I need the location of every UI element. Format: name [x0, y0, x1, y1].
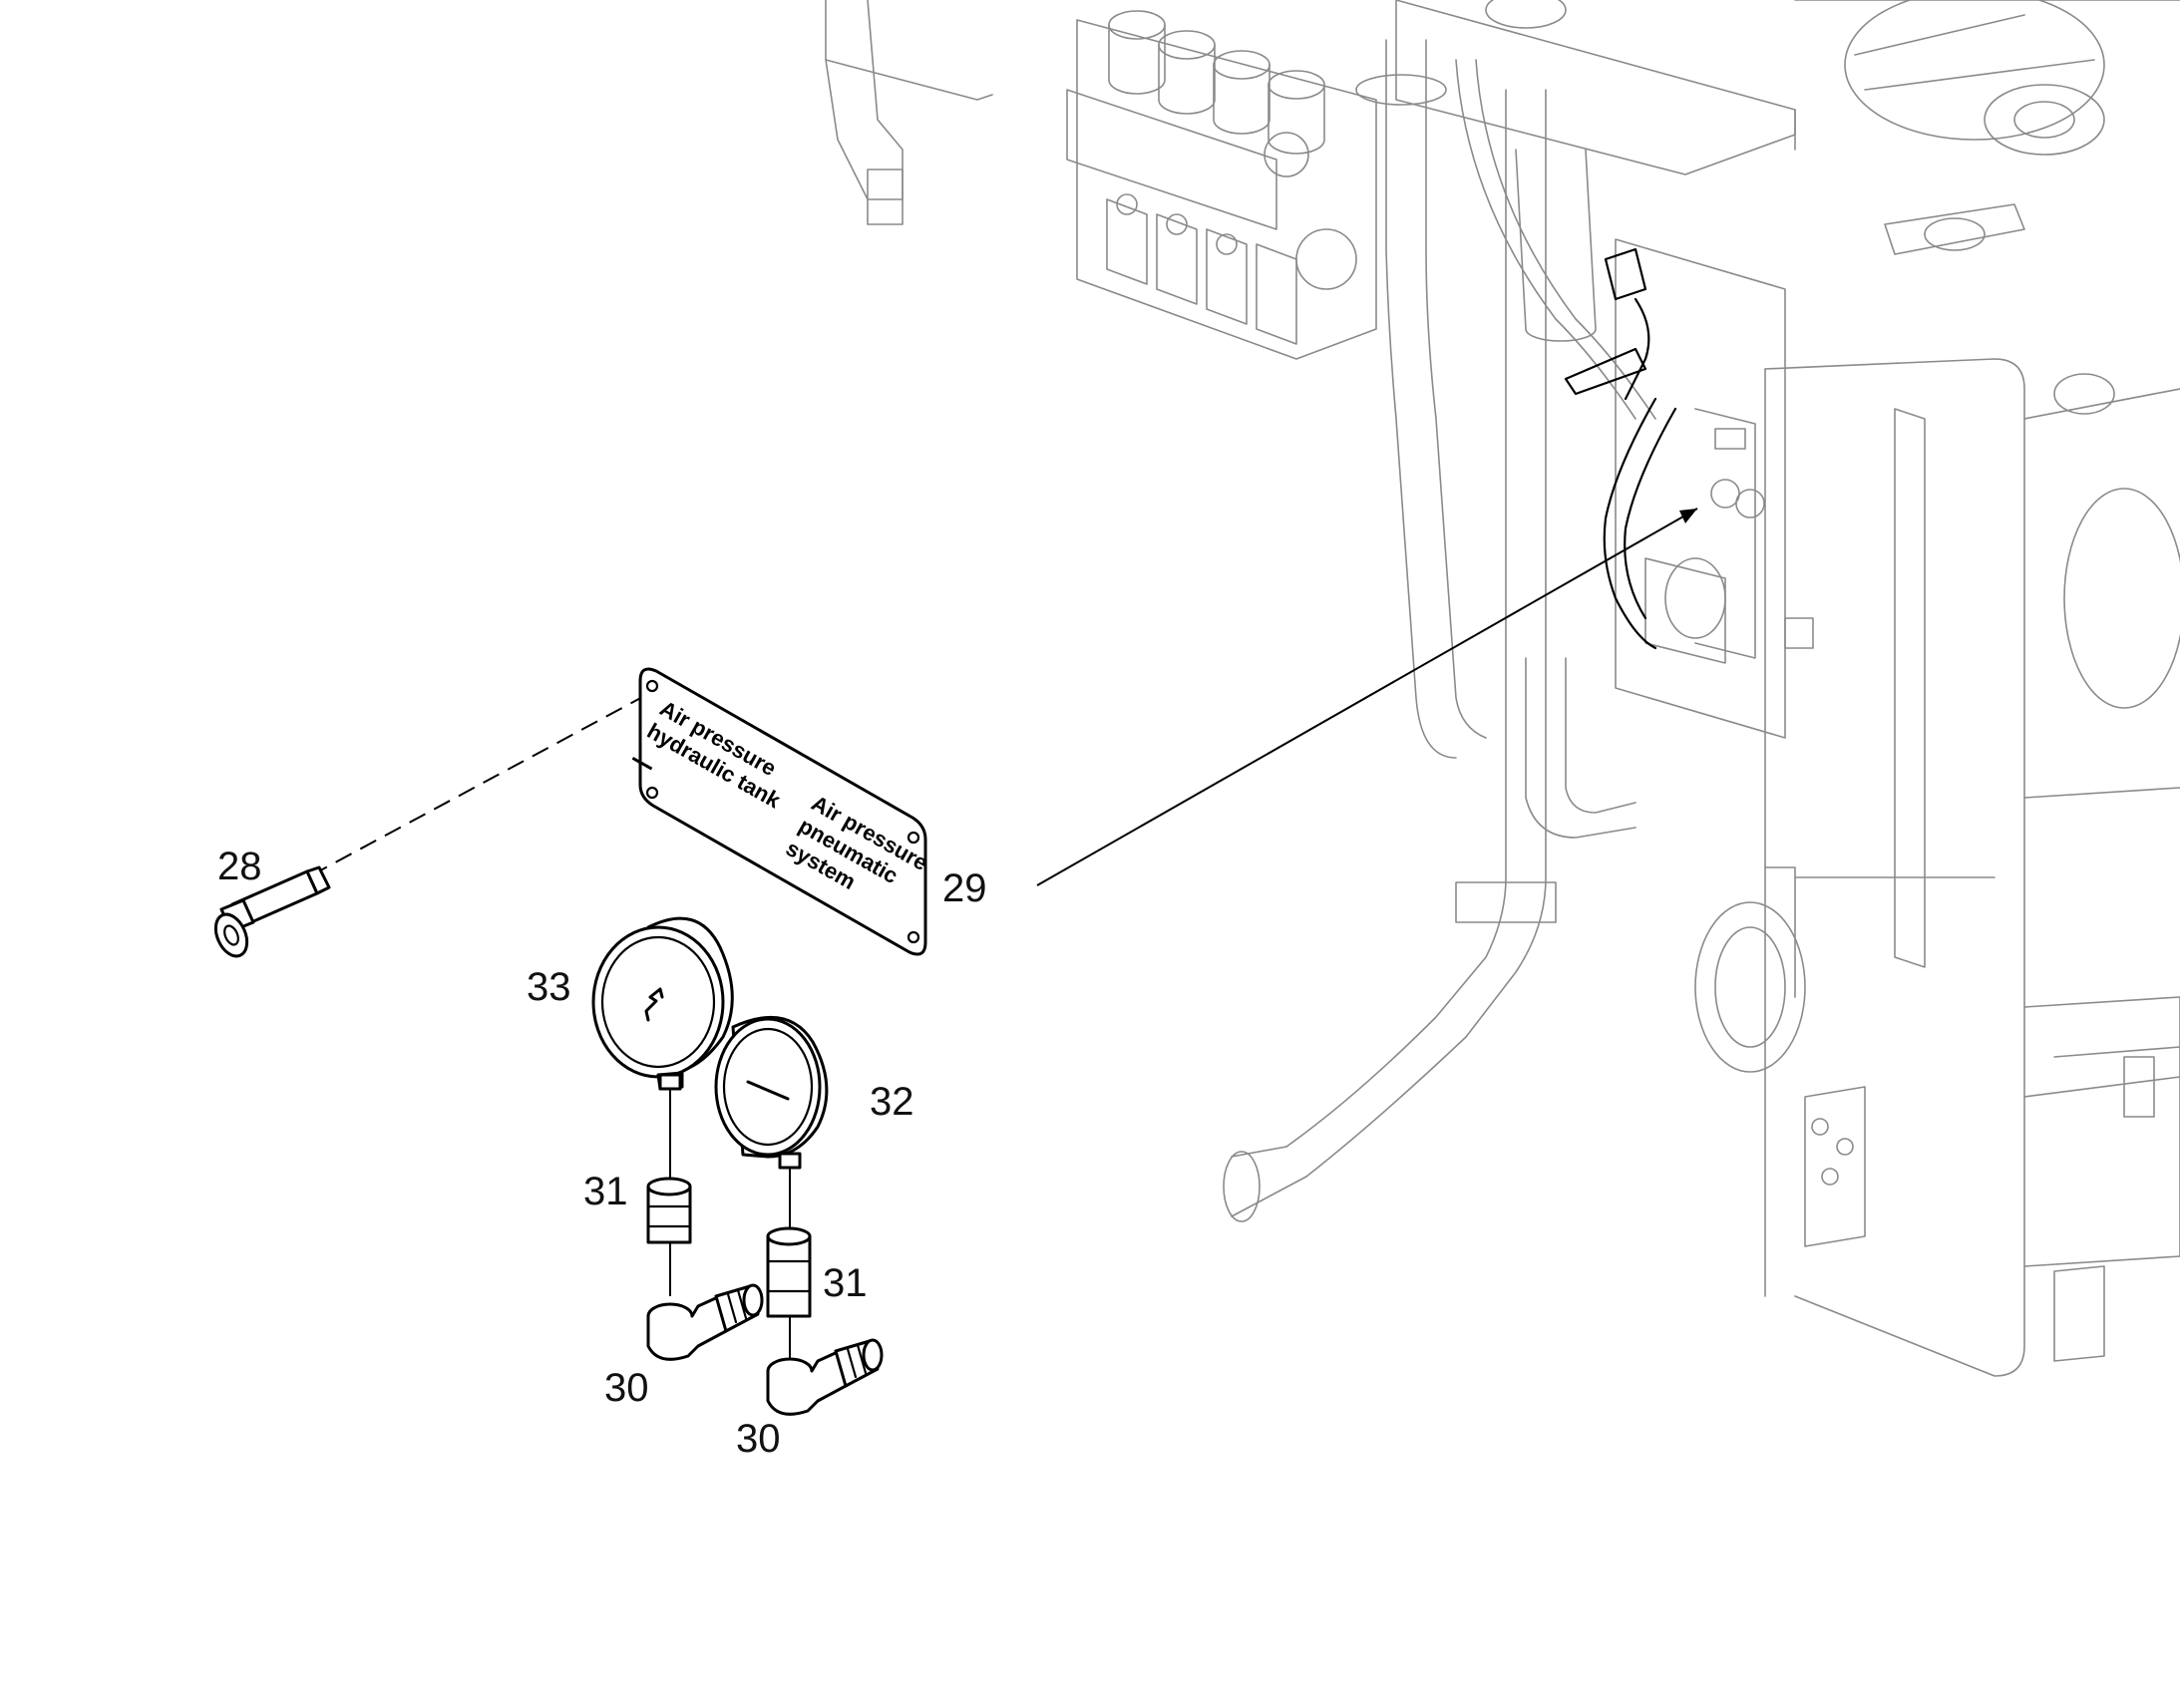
machine-frame-background [825, 0, 2180, 1377]
callout-31-right: 31 [823, 1261, 868, 1305]
main-housing [1694, 0, 2180, 1377]
pressure-gauge-part-33: 33 [527, 916, 734, 1091]
callout-29: 29 [942, 866, 987, 910]
hoses [1223, 0, 1656, 1222]
valve-block-stack [1066, 10, 1377, 360]
callout-31-left: 31 [583, 1170, 628, 1213]
callout-33: 33 [527, 965, 571, 1009]
adapter-part-31-right: 31 [766, 1226, 868, 1318]
arrowhead [1679, 509, 1697, 523]
label-plate-part-29: Air pressure hydraulic tank Air pressure… [631, 667, 987, 956]
leader-line-29 [1036, 508, 1698, 886]
elbow-fitting-part-30-right: 30 [736, 1338, 884, 1461]
callout-30-right: 30 [736, 1417, 781, 1461]
adapter-part-31-left: 31 [583, 1170, 692, 1244]
callout-32: 32 [870, 1080, 914, 1124]
elbow-fitting-part-30-left: 30 [604, 1283, 764, 1410]
callout-30-left: 30 [604, 1366, 649, 1410]
pressure-gauge-part-32: 32 [714, 1015, 914, 1170]
assembly-line-28 [310, 694, 647, 876]
mounting-plate [1564, 238, 1814, 739]
screw-part-28: 28 [213, 845, 331, 958]
callout-28: 28 [217, 845, 262, 888]
